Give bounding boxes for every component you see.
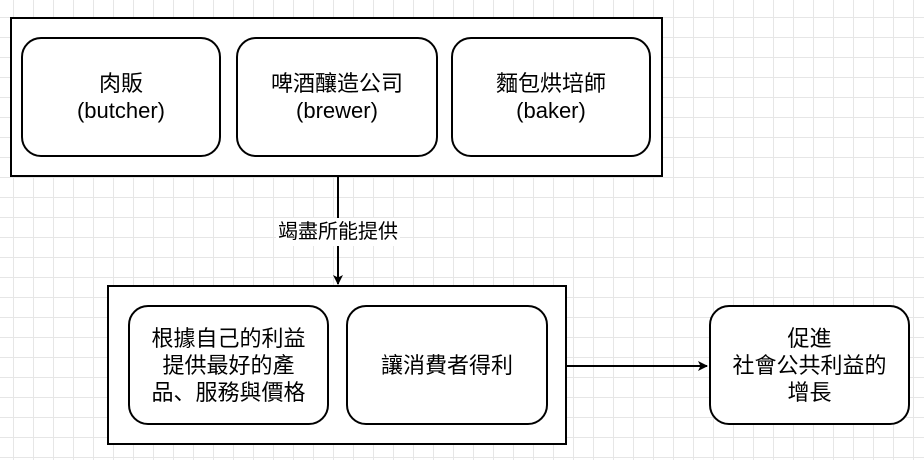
self-interest-line-1: 根據自己的利益: [151, 325, 306, 351]
brewer-english: (brewer): [296, 98, 378, 123]
outcome-line-1: 促進: [787, 325, 832, 351]
self-interest-line-3: 品、服務與價格: [151, 379, 306, 405]
outcome-node: 促進 社會公共利益的 增長: [709, 305, 910, 425]
brewer-node: 啤酒釀造公司 (brewer): [236, 37, 438, 157]
self-interest-node: 根據自己的利益 提供最好的產 品、服務與價格: [128, 305, 329, 425]
butcher-english: (butcher): [76, 98, 166, 123]
edge-label-provide: 竭盡所能提供: [276, 218, 400, 246]
outcome-line-2: 社會公共利益的: [732, 352, 887, 378]
consumer-benefit-text: 讓消費者得利: [380, 352, 513, 378]
outcome-line-3: 增長: [787, 379, 832, 405]
self-interest-line-2: 提供最好的產: [162, 352, 295, 378]
consumer-benefit-node: 讓消費者得利: [346, 305, 548, 425]
baker-node: 麵包烘培師 (baker): [451, 37, 651, 157]
brewer-name: 啤酒釀造公司: [270, 71, 403, 96]
baker-english: (baker): [516, 98, 586, 123]
butcher-name: 肉販: [98, 71, 143, 96]
butcher-node: 肉販 (butcher): [21, 37, 221, 157]
baker-name: 麵包烘培師: [495, 71, 606, 96]
